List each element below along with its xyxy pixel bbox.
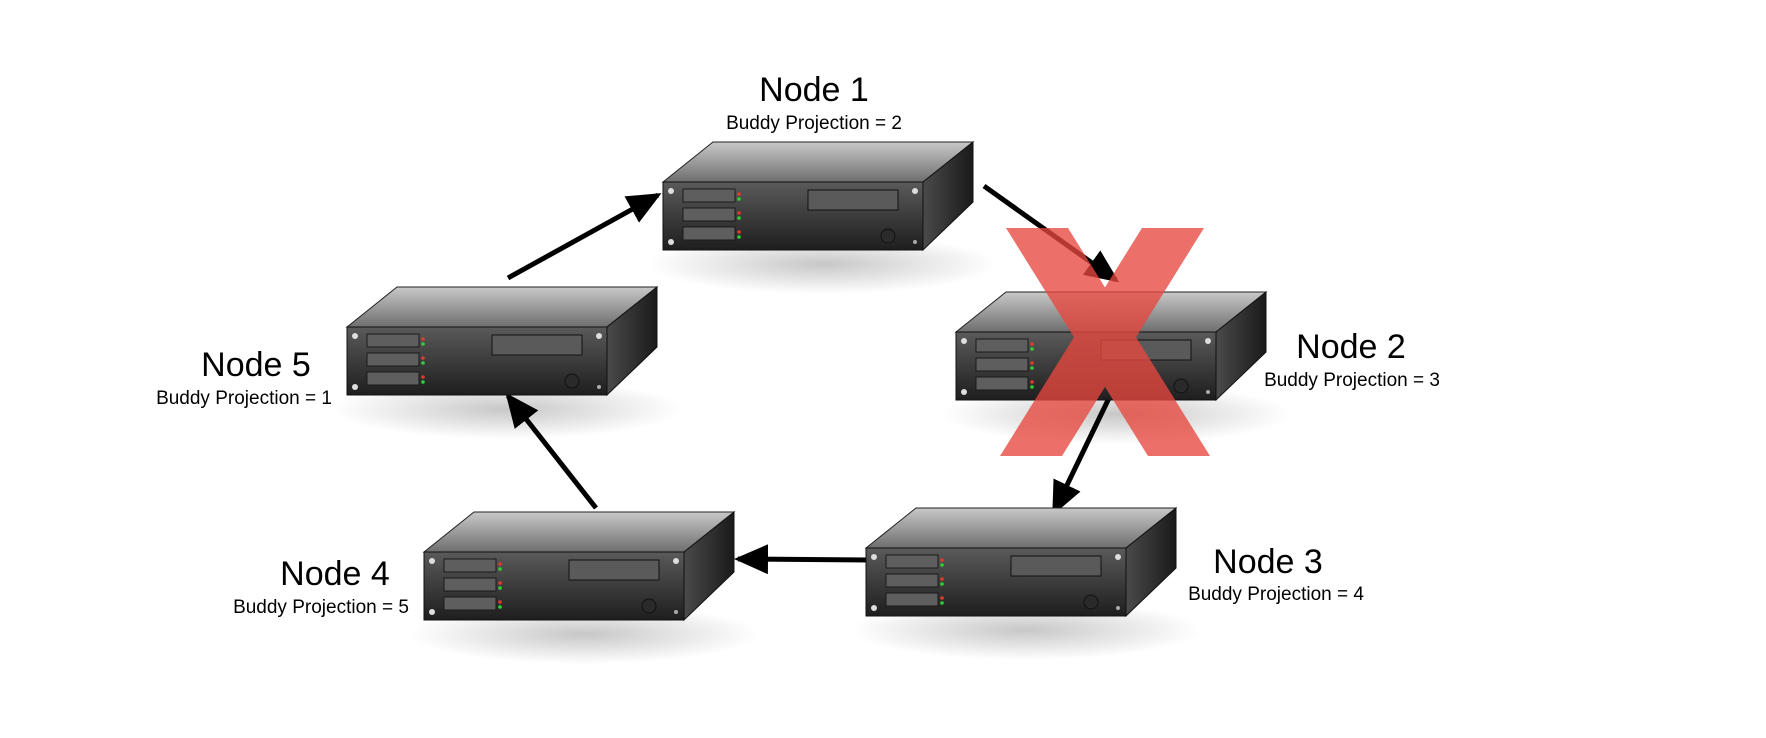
buddy-projection-label: Buddy Projection = 2	[726, 113, 902, 134]
buddy-projection-label: Buddy Projection = 4	[1188, 584, 1364, 605]
arrow-node5-to-node1	[506, 192, 662, 281]
buddy-projection-label: Buddy Projection = 1	[156, 388, 332, 409]
node-title: Node 1	[759, 71, 869, 109]
node-title: Node 3	[1213, 543, 1323, 581]
node-label-2: Node 2 Buddy Projection = 3	[1264, 328, 1440, 391]
server-node-1	[647, 141, 999, 295]
node-label-3: Node 3 Buddy Projection = 4	[1188, 543, 1364, 605]
server-node-3	[850, 507, 1202, 661]
node-label-4: Node 4 Buddy Projection = 5	[233, 555, 409, 618]
node-label-5: Node 5 Buddy Projection = 1	[156, 346, 332, 409]
arrow-node3-to-node4	[734, 544, 869, 575]
node-title: Node 5	[201, 346, 311, 384]
buddy-projection-label: Buddy Projection = 5	[233, 597, 409, 618]
node-label-1: Node 1 Buddy Projection = 2	[726, 71, 902, 134]
node-title: Node 2	[1296, 328, 1406, 366]
buddy-projection-label: Buddy Projection = 3	[1264, 370, 1440, 391]
server-node-4	[408, 511, 760, 665]
failure-x-icon	[1000, 228, 1210, 456]
server-node-5	[331, 286, 683, 440]
node-title: Node 4	[280, 555, 390, 593]
